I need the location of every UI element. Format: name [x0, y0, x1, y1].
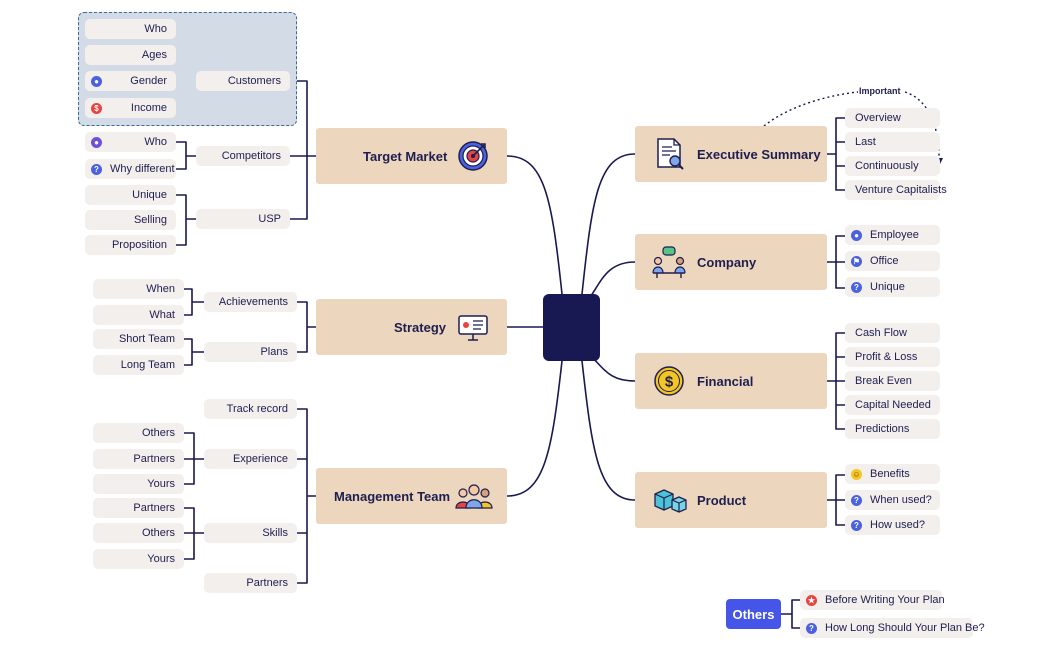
- leaf-skills-yours[interactable]: Yours: [93, 549, 184, 569]
- leaf-usp-selling[interactable]: Selling: [85, 210, 176, 230]
- question-icon: ?: [851, 519, 862, 531]
- leaf-plans-short-team[interactable]: Short Team: [93, 329, 184, 349]
- leaf-achievements-when[interactable]: When: [93, 279, 184, 299]
- leaf-experience-others[interactable]: Others: [93, 423, 184, 443]
- branch-achievements[interactable]: Achievements: [204, 292, 297, 312]
- leaf-capital-needed[interactable]: Capital Needed: [845, 395, 940, 415]
- branch-experience[interactable]: Experience: [204, 449, 297, 469]
- star-icon: ★: [806, 594, 817, 606]
- relationship-label[interactable]: Important: [859, 86, 901, 96]
- leaf-customers-ages[interactable]: Ages: [85, 45, 176, 65]
- leaf-customers-income[interactable]: $ Income: [85, 98, 176, 118]
- target-icon: [458, 141, 488, 171]
- dollar-coin-icon: $: [654, 366, 684, 396]
- flag-icon: ⚑: [851, 255, 862, 267]
- leaf-benefits[interactable]: ☺ Benefits: [845, 464, 940, 484]
- leaf-cash-flow[interactable]: Cash Flow: [845, 323, 940, 343]
- leaf-skills-others[interactable]: Others: [93, 523, 184, 543]
- main-topic-label: Product: [697, 492, 747, 508]
- leaf-competitors-who[interactable]: ● Who: [85, 132, 176, 152]
- branch-competitors[interactable]: Competitors: [196, 146, 290, 166]
- branch-customers[interactable]: Customers: [196, 71, 290, 91]
- leaf-competitors-why-different[interactable]: ? Why different: [85, 159, 176, 179]
- question-icon: ?: [806, 622, 817, 634]
- question-icon: ?: [851, 281, 862, 293]
- main-topic-label: Executive Summary: [697, 146, 821, 162]
- question-icon: ?: [91, 163, 102, 175]
- meeting-icon: [652, 246, 686, 278]
- leaf-usp-unique[interactable]: Unique: [85, 185, 176, 205]
- branch-skills[interactable]: Skills: [204, 523, 297, 543]
- question-icon: ?: [851, 494, 862, 506]
- branch-usp[interactable]: USP: [196, 209, 290, 229]
- leaf-how-used[interactable]: ? How used?: [845, 515, 940, 535]
- main-topic-label: Financial: [697, 373, 754, 389]
- central-topic[interactable]: [543, 294, 600, 361]
- leaf-office[interactable]: ⚑ Office: [845, 251, 940, 271]
- boxes-icon: [654, 489, 687, 513]
- team-people-icon: [455, 484, 493, 509]
- main-topic-label: Strategy: [394, 319, 447, 335]
- leaf-when-used[interactable]: ? When used?: [845, 490, 940, 510]
- svg-text:$: $: [665, 374, 674, 391]
- leaf-continuously[interactable]: Continuously: [845, 156, 940, 176]
- branch-partners[interactable]: Partners: [204, 573, 297, 593]
- presentation-board-icon: [458, 315, 488, 341]
- main-topic-label: Target Market: [363, 148, 448, 164]
- person-icon: ●: [851, 229, 862, 241]
- leaf-before-writing-plan[interactable]: ★ Before Writing Your Plan: [800, 590, 945, 610]
- main-topic-management-team[interactable]: Management Team: [316, 468, 507, 524]
- floating-topic-others[interactable]: Others: [726, 599, 781, 629]
- leaf-customers-gender[interactable]: ● Gender: [85, 71, 176, 91]
- leaf-customers-who[interactable]: Who: [85, 19, 176, 39]
- dollar-icon: $: [91, 102, 102, 114]
- leaf-profit-loss[interactable]: Profit & Loss: [845, 347, 940, 367]
- leaf-achievements-what[interactable]: What: [93, 305, 184, 325]
- main-topic-label: Company: [697, 254, 757, 270]
- main-topic-executive-summary[interactable]: Executive Summary: [635, 126, 827, 182]
- smile-icon: ☺: [851, 468, 862, 480]
- main-topic-label: Management Team: [334, 488, 451, 504]
- leaf-last[interactable]: Last: [845, 132, 940, 152]
- leaf-experience-yours[interactable]: Yours: [93, 474, 184, 494]
- leaf-venture-capitalists[interactable]: Venture Capitalists: [845, 180, 947, 200]
- leaf-break-even[interactable]: Break Even: [845, 371, 940, 391]
- leaf-skills-partners[interactable]: Partners: [93, 498, 184, 518]
- leaf-overview[interactable]: Overview: [845, 108, 940, 128]
- leaf-usp-proposition[interactable]: Proposition: [85, 235, 176, 255]
- branch-track-record[interactable]: Track record: [204, 399, 297, 419]
- person-icon: ●: [91, 75, 102, 87]
- person-icon: ●: [91, 136, 102, 148]
- branch-plans[interactable]: Plans: [204, 342, 297, 362]
- leaf-experience-partners[interactable]: Partners: [93, 449, 184, 469]
- main-topic-company[interactable]: Company: [635, 234, 827, 290]
- leaf-unique[interactable]: ? Unique: [845, 277, 940, 297]
- document-search-icon: [657, 138, 684, 170]
- leaf-employee[interactable]: ● Employee: [845, 225, 940, 245]
- leaf-plans-long-team[interactable]: Long Team: [93, 355, 184, 375]
- leaf-predictions[interactable]: Predictions: [845, 419, 940, 439]
- leaf-how-long-plan[interactable]: ? How Long Should Your Plan Be?: [800, 618, 985, 638]
